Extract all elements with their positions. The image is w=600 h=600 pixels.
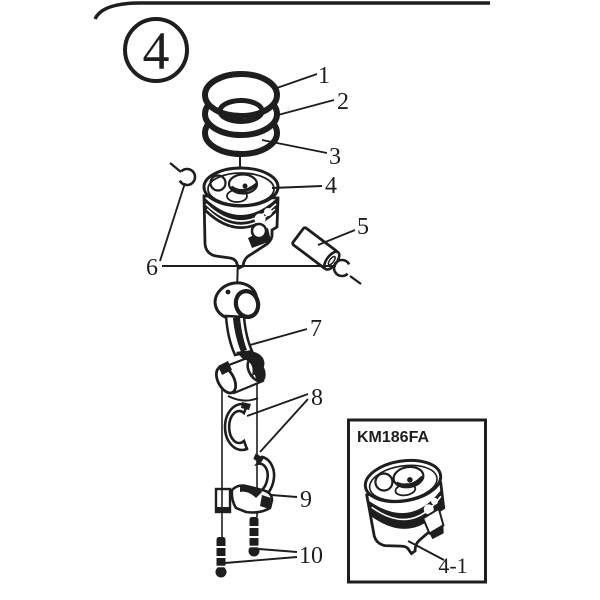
figure-badge-circle — [123, 17, 189, 83]
rod-beam-channel — [233, 317, 247, 352]
leader-3 — [261, 139, 328, 154]
cap-right-shade — [260, 495, 271, 509]
shell-upper-tab — [241, 402, 251, 410]
callout-2: 2 — [337, 89, 349, 115]
ring-inner-edge — [217, 98, 265, 124]
bolt-left — [215, 537, 227, 578]
leader-6a — [159, 182, 186, 262]
leader-9 — [270, 494, 298, 498]
pin-boss-highlight-2 — [264, 208, 272, 216]
bolt-left-shaft — [216, 537, 226, 568]
callout-6: 6 — [146, 255, 158, 281]
leader-10b — [224, 556, 298, 564]
connecting-rod — [213, 281, 266, 402]
callout-10: 10 — [299, 543, 323, 569]
leader-4-1 — [407, 540, 445, 561]
piston-ring-1-shape — [202, 71, 280, 119]
callout-3: 3 — [329, 144, 341, 170]
page-border-top — [93, 1, 490, 20]
leader-10a — [258, 548, 298, 553]
inset-window-shade — [429, 525, 444, 540]
inset-combustion-bowl — [392, 465, 425, 489]
leader-8b — [259, 398, 309, 453]
shell-lower-tab — [253, 453, 264, 464]
inset-lower-recess — [394, 483, 417, 497]
inset-bowl-center-dot — [407, 477, 413, 483]
callout-1: 1 — [318, 63, 330, 89]
piston-crown-inner-rim — [207, 172, 275, 206]
leader-5 — [317, 229, 356, 246]
piston — [202, 166, 280, 270]
leader-4 — [271, 185, 323, 189]
bowl-center-dot — [242, 183, 248, 189]
rod-oil-hole — [225, 289, 231, 295]
bearing-shells — [223, 402, 276, 502]
figure-number-badge: 4 — [123, 17, 189, 83]
circlip-right-ear — [349, 275, 362, 285]
leader-lines — [159, 73, 356, 564]
callout-7: 7 — [310, 316, 322, 342]
inset-boss-highlight-1 — [423, 504, 434, 515]
rod-big-end-seat — [236, 350, 265, 376]
inset-boss-highlight-2 — [431, 497, 439, 505]
crown-lower-recess — [226, 189, 248, 203]
callout-8: 8 — [311, 385, 323, 411]
bolt-right-head — [248, 545, 260, 557]
big-end-shading-left — [218, 361, 232, 375]
leader-2 — [277, 99, 335, 116]
rod-cap — [214, 484, 274, 514]
leader-7 — [249, 328, 308, 346]
bolt-right-shaft — [249, 517, 259, 547]
big-end-bottom-arc — [227, 395, 259, 402]
cap-seat-shade — [240, 485, 262, 498]
big-end-shading-right — [254, 368, 265, 382]
rod-bolts — [215, 517, 260, 578]
figure-badge-number: 4 — [143, 21, 170, 81]
rod-small-end-bore — [233, 289, 261, 319]
leader-1 — [273, 73, 318, 90]
bolt-right — [248, 517, 260, 557]
piston-ring-set — [202, 71, 280, 157]
circlip-left-ear — [169, 162, 182, 173]
inset-callout-4-1: 4-1 — [438, 553, 467, 578]
piston-pin-bore — [327, 255, 336, 266]
piston-pin-hole — [250, 222, 268, 240]
circlip-right-ring — [332, 258, 352, 278]
cap-bracket-shade — [216, 507, 230, 512]
inset-model-label: KM186FA — [357, 429, 429, 446]
bolt-left-head — [215, 566, 227, 578]
bearing-shell-upper — [223, 402, 249, 452]
circlip-right — [332, 258, 362, 285]
inset-piston — [363, 458, 446, 556]
crown-valve-recess — [209, 174, 227, 192]
inset-crown-inner-rim — [368, 464, 438, 502]
callout-5: 5 — [357, 214, 369, 240]
pin-boss-highlight-1 — [254, 213, 266, 225]
inset-valve-recess — [374, 472, 394, 492]
inset-box: KM186FA 4-1 — [347, 418, 487, 584]
circlip-left — [169, 162, 197, 187]
callout-labels: 1 2 3 4 5 6 7 8 9 10 — [146, 63, 369, 569]
leader-8a — [246, 393, 309, 417]
callout-9: 9 — [300, 487, 312, 513]
callout-4: 4 — [325, 173, 337, 199]
